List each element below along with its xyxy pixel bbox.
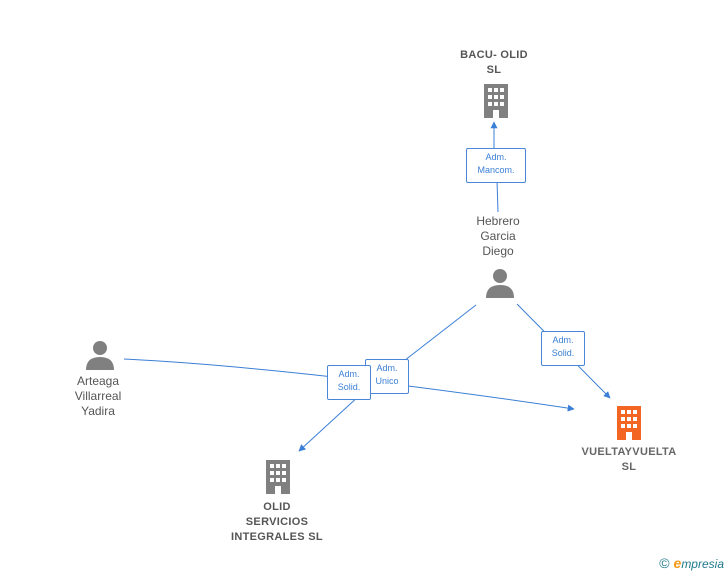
edge-label-line: Adm. bbox=[376, 363, 398, 373]
edge-label-adm-unico[interactable]: Adm. Unico bbox=[365, 359, 409, 394]
edge-label-line: Adm. bbox=[552, 335, 574, 345]
node-label-vueltayvuelta[interactable]: VUELTAYVUELTA SL bbox=[569, 445, 689, 475]
node-name-line: Yadira bbox=[81, 404, 115, 418]
node-name-line: VUELTAYVUELTA bbox=[581, 446, 677, 458]
node-name-line: INTEGRALES SL bbox=[231, 531, 323, 543]
node-label-hebrero[interactable]: Hebrero Garcia Diego bbox=[448, 214, 548, 259]
node-name-line: SL bbox=[486, 64, 502, 76]
node-name-line: Villarreal bbox=[74, 389, 122, 403]
brand-name: mpresia bbox=[681, 557, 724, 571]
edge-label-line: Adm. bbox=[338, 369, 360, 379]
node-label-olid-servicios[interactable]: OLID SERVICIOS INTEGRALES SL bbox=[222, 500, 332, 545]
building-icon[interactable] bbox=[264, 460, 292, 494]
building-icon[interactable] bbox=[615, 406, 643, 440]
person-icon[interactable] bbox=[485, 268, 515, 298]
edge-label-line: Solid. bbox=[551, 348, 575, 358]
node-name-line: Hebrero bbox=[476, 214, 520, 228]
node-name-line: Arteaga bbox=[76, 374, 120, 388]
node-name-line: SL bbox=[621, 461, 637, 473]
building-icon[interactable] bbox=[482, 84, 510, 118]
edge-label-line: Solid. bbox=[337, 382, 361, 392]
edge-label-line: Adm. bbox=[485, 152, 507, 162]
person-icon[interactable] bbox=[85, 340, 115, 370]
edge-label-line: Mancom. bbox=[477, 165, 515, 175]
edge-label-adm-solid-left[interactable]: Adm. Solid. bbox=[327, 365, 371, 400]
edge-label-adm-mancom[interactable]: Adm. Mancom. bbox=[466, 148, 526, 183]
node-name-line: BACU- OLID bbox=[460, 49, 528, 61]
empresia-logo: ©empresia bbox=[659, 555, 724, 571]
node-label-arteaga[interactable]: Arteaga Villarreal Yadira bbox=[48, 374, 148, 419]
edge-arteaga-vueltayvuelta bbox=[123, 358, 575, 412]
node-name-line: Diego bbox=[482, 244, 514, 258]
node-name-line: OLID bbox=[263, 501, 291, 513]
brand-initial: e bbox=[673, 555, 682, 571]
node-name-line: Garcia bbox=[480, 229, 516, 243]
edge-label-adm-solid-right[interactable]: Adm. Solid. bbox=[541, 331, 585, 366]
copyright-icon: © bbox=[659, 555, 670, 571]
node-name-line: SERVICIOS bbox=[245, 516, 309, 528]
edge-into-olid bbox=[298, 394, 361, 452]
edge-label-line: Unico bbox=[375, 376, 399, 386]
node-label-bacu-olid[interactable]: BACU- OLID SL bbox=[444, 48, 544, 78]
